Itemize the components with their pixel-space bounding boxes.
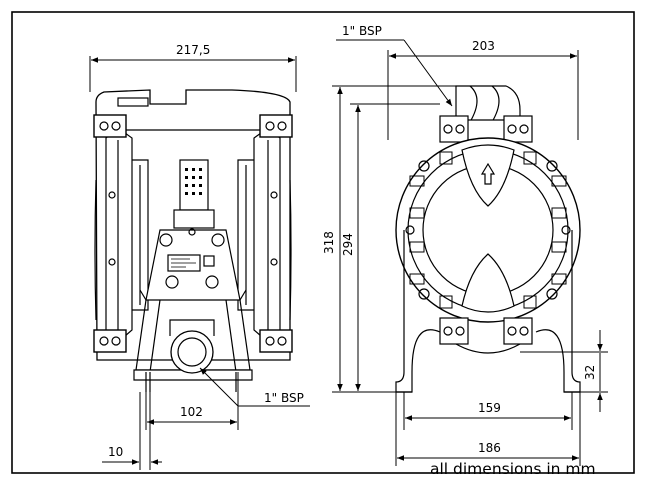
left-dimensions — [89, 56, 310, 470]
right-dimensions — [332, 39, 608, 466]
page-border — [11, 11, 635, 474]
right-height-dim: 318 — [322, 231, 336, 254]
pump-front-view — [395, 85, 581, 393]
left-port-spacing-dim: 102 — [180, 405, 203, 419]
right-width-dim: 203 — [472, 39, 495, 53]
right-port-height-dim: 294 — [341, 233, 355, 256]
right-port-label: 1" BSP — [342, 24, 382, 38]
left-foot-dim: 10 — [108, 445, 123, 459]
left-port-label: 1" BSP — [264, 391, 304, 405]
right-base-height-dim: 32 — [583, 365, 597, 380]
right-foot-inner-dim: 159 — [478, 401, 501, 415]
left-width-dim: 217,5 — [176, 43, 210, 57]
units-note: all dimensions in mm — [430, 460, 596, 478]
right-foot-outer-dim: 186 — [478, 441, 501, 455]
pump-side-view — [93, 89, 293, 392]
